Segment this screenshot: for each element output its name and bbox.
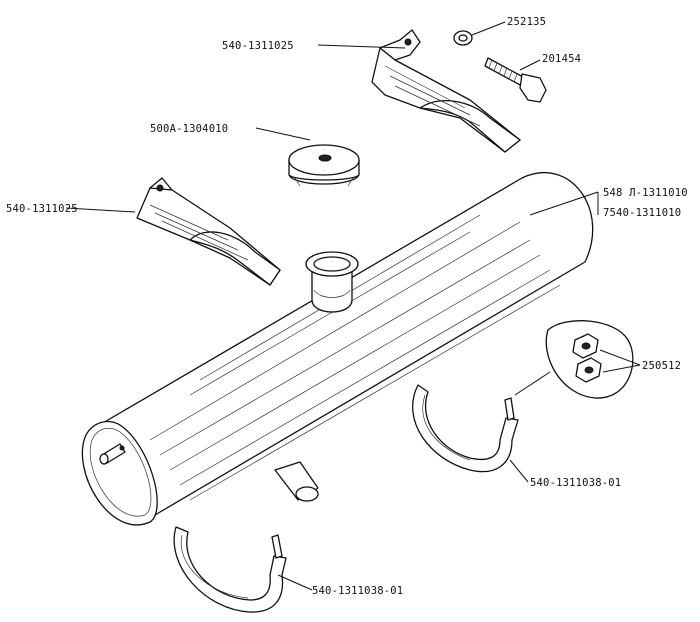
leader-lines	[65, 21, 641, 591]
nuts-callout	[514, 320, 634, 399]
outlet-pipe	[274, 461, 319, 502]
label-bolt: 201454	[542, 53, 581, 65]
upper-bracket	[371, 29, 521, 153]
filler-cap	[288, 144, 360, 187]
label-nuts: 250512	[642, 360, 681, 372]
right-strap	[412, 384, 519, 473]
washer	[453, 30, 473, 46]
filler-neck	[305, 251, 359, 313]
label-tank-1: 548 Л-1311010	[603, 187, 688, 199]
left-bracket	[136, 177, 281, 286]
label-strap-right: 540-1311038-01	[530, 477, 621, 489]
label-bracket-left: 540-1311025	[6, 203, 78, 215]
label-tank-2: 7540-1311010	[603, 207, 681, 219]
label-bolt-tab-top: 540-1311025	[222, 40, 294, 52]
bottom-strap	[173, 526, 287, 613]
drain-plug	[99, 443, 126, 465]
label-washer: 252135	[507, 16, 546, 28]
label-strap-bottom: 540-1311038-01	[312, 585, 403, 597]
bolt	[484, 57, 547, 103]
label-cap: 500A-1304010	[150, 123, 228, 135]
tank	[81, 172, 594, 526]
